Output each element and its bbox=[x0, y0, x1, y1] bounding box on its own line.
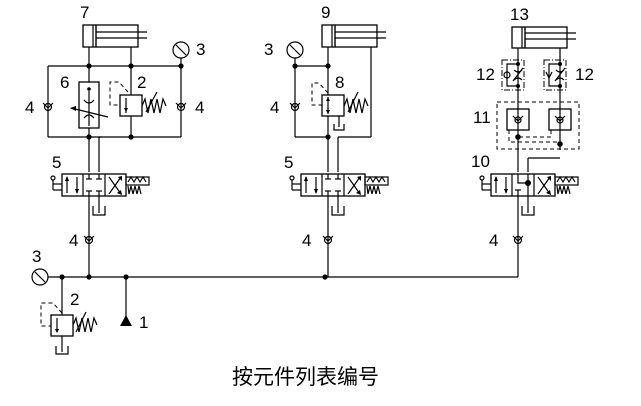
label-pump: 1 bbox=[139, 313, 148, 332]
pump-icon bbox=[120, 277, 132, 326]
label-check-middle-supply: 4 bbox=[302, 231, 311, 250]
label-check-left-supply: 4 bbox=[69, 231, 78, 250]
label-cylinder-13: 13 bbox=[510, 5, 529, 24]
check-valve-icon bbox=[289, 102, 301, 112]
label-gauge-bottom: 3 bbox=[32, 247, 41, 266]
label-gauge-middle: 3 bbox=[264, 40, 273, 59]
directional-valve-10-icon bbox=[479, 173, 579, 216]
label-cylinder-9: 9 bbox=[321, 3, 330, 22]
label-relief-bottom: 2 bbox=[70, 290, 79, 309]
directional-valve-5-icon bbox=[289, 173, 389, 216]
label-relief-top: 2 bbox=[137, 73, 146, 92]
check-valve-icon bbox=[512, 235, 524, 245]
pilot-check-valve-pair-icon bbox=[496, 101, 580, 150]
label-flow-control-6: 6 bbox=[60, 73, 69, 92]
relief-valve-icon bbox=[40, 277, 98, 355]
label-check-left-1: 4 bbox=[25, 98, 34, 117]
label-throttle-12-left: 12 bbox=[476, 65, 495, 84]
check-valve-icon bbox=[83, 235, 95, 245]
flow-control-valve-icon bbox=[70, 81, 109, 129]
label-reducing-valve-8: 8 bbox=[335, 73, 344, 92]
cylinder-9-icon bbox=[321, 24, 386, 48]
relief-valve-icon bbox=[109, 81, 167, 117]
cylinder-13-icon bbox=[511, 26, 576, 49]
cylinder-7-icon bbox=[82, 24, 147, 48]
pressure-gauge-icon bbox=[31, 268, 49, 286]
throttle-check-valve-icon bbox=[501, 59, 525, 91]
label-directional-5-middle: 5 bbox=[284, 153, 293, 172]
check-valve-icon bbox=[175, 102, 187, 112]
label-throttle-12-right: 12 bbox=[575, 65, 594, 84]
throttle-check-valve-icon bbox=[543, 59, 567, 91]
directional-valve-5-icon bbox=[50, 173, 150, 216]
pressure-gauge-icon bbox=[172, 41, 190, 59]
check-valve-icon bbox=[42, 102, 54, 112]
diagram-caption: 按元件列表编号 bbox=[232, 365, 379, 389]
label-directional-5-left: 5 bbox=[52, 153, 61, 172]
main-supply-line bbox=[48, 240, 519, 280]
label-check-left-2: 4 bbox=[195, 98, 204, 117]
pressure-reducing-valve-icon bbox=[311, 82, 369, 131]
check-valve-icon bbox=[322, 235, 334, 245]
pressure-gauge-icon bbox=[286, 41, 304, 59]
label-check-right-supply: 4 bbox=[489, 231, 498, 250]
label-pilot-check-11: 11 bbox=[473, 108, 491, 127]
label-gauge-left: 3 bbox=[196, 40, 205, 59]
label-check-middle: 4 bbox=[270, 98, 279, 117]
left-circuit-lines bbox=[47, 47, 184, 172]
label-directional-10: 10 bbox=[471, 152, 490, 171]
label-cylinder-7: 7 bbox=[80, 3, 89, 22]
